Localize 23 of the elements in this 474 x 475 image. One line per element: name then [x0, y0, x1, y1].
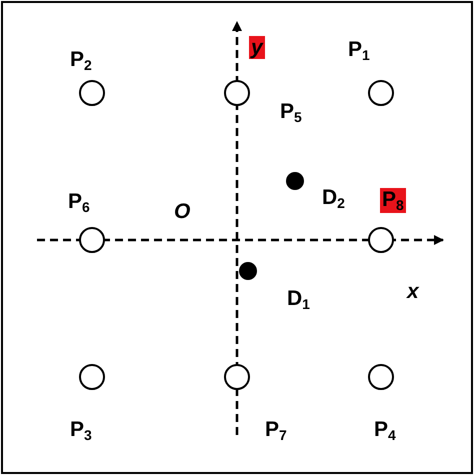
hollow-circle — [79, 80, 105, 106]
origin-label: O — [173, 200, 192, 223]
point-label: P$_{4}$ — [373, 418, 397, 443]
hollow-circle — [368, 364, 394, 390]
hollow-circle — [368, 227, 394, 253]
axis-label: x — [405, 280, 420, 303]
hollow-circle — [79, 364, 105, 390]
filled-dot — [286, 172, 304, 190]
point-label: P$_{7}$ — [264, 418, 288, 443]
hollow-circle — [79, 227, 105, 253]
point-label: D$_{1}$ — [286, 287, 311, 312]
point-label: P$_{3}$ — [69, 418, 93, 443]
axis-label: y — [249, 36, 265, 59]
point-label: P$_{2}$ — [69, 48, 93, 73]
point-label: P$_{1}$ — [347, 38, 371, 63]
point-label: P$_{8}$ — [380, 188, 406, 213]
point-label: P$_{6}$ — [67, 190, 91, 215]
hollow-circle — [224, 364, 250, 390]
point-label: P$_{5}$ — [279, 100, 303, 125]
hollow-circle — [224, 80, 250, 106]
hollow-circle — [368, 80, 394, 106]
filled-dot — [239, 262, 257, 280]
point-label: D$_{2}$ — [321, 186, 346, 211]
